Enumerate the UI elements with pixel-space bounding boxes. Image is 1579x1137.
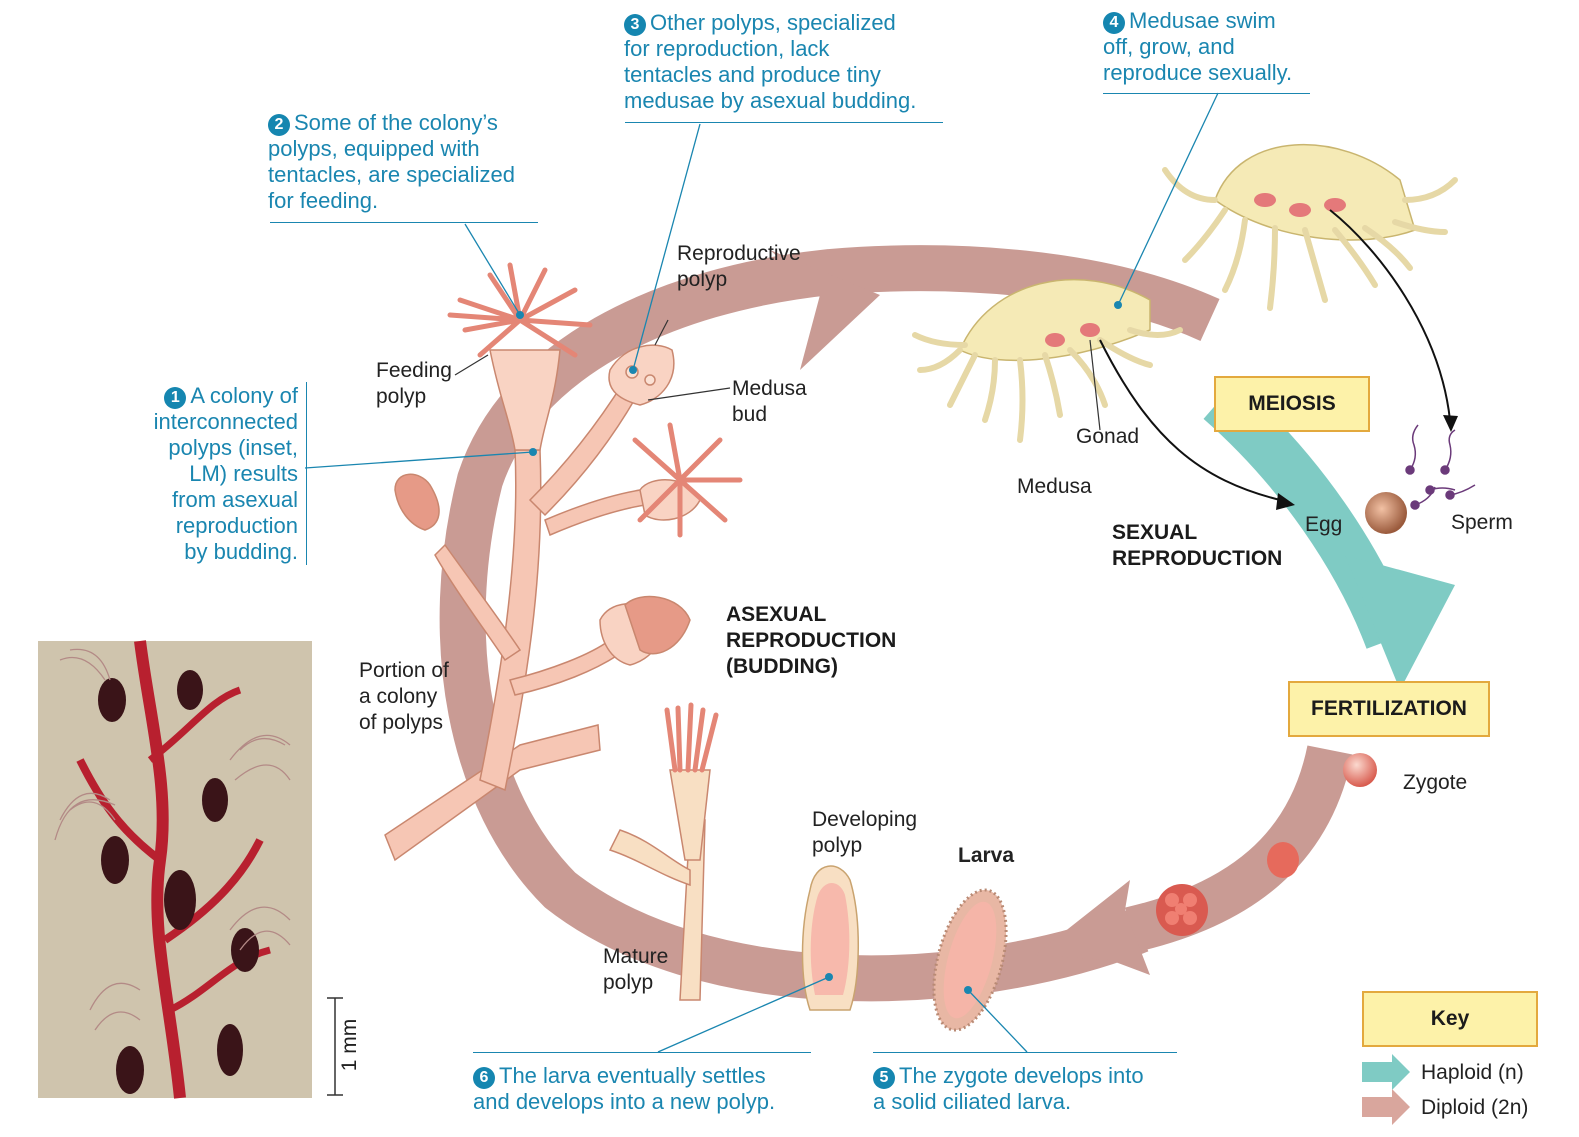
callout-4-text: Medusae swim off, grow, and reproduce se… xyxy=(1103,8,1293,85)
callout-4-rule xyxy=(1103,93,1310,94)
label-developing-polyp: Developing polyp xyxy=(812,808,918,857)
key-haploid-arrow xyxy=(1362,1054,1410,1090)
meiosis-box: MEIOSIS xyxy=(1214,376,1370,432)
label-medusa-bud: Medusa bud xyxy=(732,377,807,426)
callout-3-rule xyxy=(625,122,943,123)
heading-asexual: ASEXUAL REPRODUCTION (BUDDING) xyxy=(726,603,897,678)
label-portion-colony: Portion of a colony of polyps xyxy=(359,659,449,734)
larva-shape xyxy=(932,888,1008,1032)
fertilization-box: FERTILIZATION xyxy=(1288,681,1490,737)
label-gonad: Gonad xyxy=(1076,425,1140,448)
inset-micrograph xyxy=(38,640,312,1099)
key-haploid-label: Haploid (n) xyxy=(1421,1061,1524,1084)
callout-1-text: A colony of interconnected polyps (inset… xyxy=(153,383,298,564)
heading-sexual: SEXUAL REPRODUCTION xyxy=(1112,521,1283,570)
zygote-stages xyxy=(1156,753,1377,936)
callout-leaders xyxy=(304,92,1219,1053)
callout-1-rule xyxy=(306,382,307,565)
callout-5-text: The zygote develops into a solid ciliate… xyxy=(873,1063,1144,1114)
label-egg: Egg xyxy=(1305,513,1343,536)
sperm-shapes xyxy=(1405,424,1476,510)
label-medusa: Medusa xyxy=(1017,475,1092,498)
feeding-tentacles xyxy=(447,262,743,538)
gamete-arrows xyxy=(1099,209,1451,501)
label-larva: Larva xyxy=(958,844,1015,867)
callout-4-number: 4 xyxy=(1103,12,1125,34)
callout-2-number: 2 xyxy=(268,114,290,136)
key-diploid-arrow xyxy=(1362,1089,1410,1125)
callout-6-text: The larva eventually settles and develop… xyxy=(473,1063,776,1114)
medusa-large xyxy=(1162,144,1458,311)
label-feeding-polyp: Feeding polyp xyxy=(376,359,452,408)
label-leaders xyxy=(454,319,1101,431)
scale-bar xyxy=(327,997,343,1096)
callout-3-number: 3 xyxy=(624,14,646,36)
callout-3-text: Other polyps, specialized for reproducti… xyxy=(624,10,917,113)
label-mature-polyp: Mature polyp xyxy=(603,945,669,994)
callout-2-text: Some of the colony’s polyps, equipped wi… xyxy=(268,110,516,213)
callout-6-number: 6 xyxy=(473,1067,495,1089)
callout-1-number: 1 xyxy=(164,387,187,409)
label-reproductive-polyp: Reproductive polyp xyxy=(677,242,801,291)
callout-6-rule xyxy=(473,1052,811,1053)
key-title-box: Key xyxy=(1362,991,1538,1047)
medusa-small xyxy=(912,279,1183,443)
callout-5-rule xyxy=(873,1052,1177,1053)
key-diploid-label: Diploid (2n) xyxy=(1421,1096,1529,1119)
label-zygote: Zygote xyxy=(1403,771,1468,794)
callout-2-rule xyxy=(270,222,538,223)
label-scale-bar: 1 mm xyxy=(338,1018,361,1072)
egg-shape xyxy=(1365,492,1407,534)
callout-5-number: 5 xyxy=(873,1067,895,1089)
label-sperm: Sperm xyxy=(1451,511,1513,534)
polyp-colony xyxy=(384,344,701,862)
developing-polyp-shape xyxy=(801,865,859,1011)
mature-polyp xyxy=(608,702,719,1001)
